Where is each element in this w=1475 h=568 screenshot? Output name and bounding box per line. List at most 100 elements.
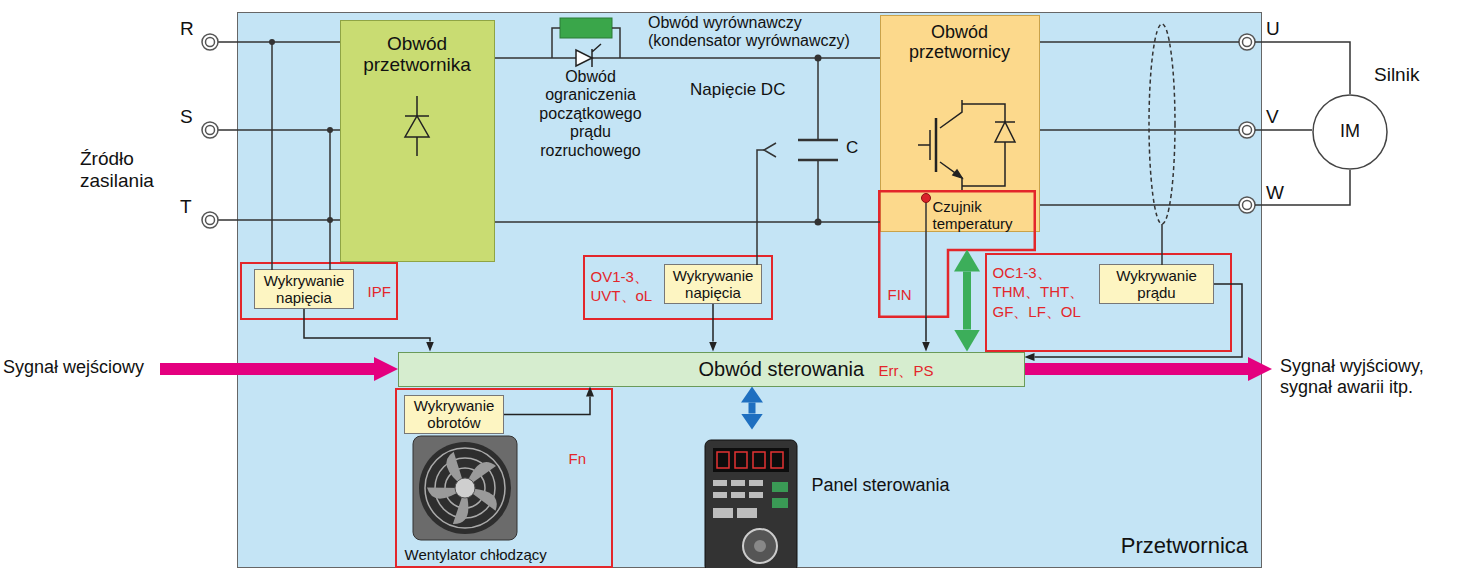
node-text-line: GF、LF、OL: [993, 302, 1085, 322]
detection-box: Wykrywanie napięcia: [254, 269, 354, 309]
operation-panel-device: [731, 492, 745, 498]
node-text-slot: OC1-3、 THM、THT、 GF、LF、OL: [993, 263, 1085, 322]
detection-box: Wykrywanie napięcia: [664, 264, 762, 304]
rectifier-diode: [405, 96, 429, 156]
operation-panel-device: [753, 452, 765, 468]
operation-panel-device: [705, 440, 797, 568]
igbt-symbol: [918, 100, 1015, 190]
operation-panel-device: [754, 540, 766, 552]
node-text: Czujnik temperatury: [933, 198, 1033, 233]
label-text: V: [1266, 106, 1279, 128]
terminal-symbols: [1239, 122, 1255, 138]
operation-panel-device: [772, 482, 788, 492]
connector: [304, 309, 430, 342]
node-text-slot: Obwód sterowania: [699, 358, 865, 381]
node-text-slot: Wentylator chłodzący: [405, 546, 547, 563]
igbt-symbol: [995, 122, 1015, 142]
node-text-slot: IM: [1312, 121, 1388, 142]
dc-bus: [495, 58, 880, 222]
terminal-symbols: [1239, 34, 1255, 50]
signal-arrows: [160, 357, 398, 381]
junction-dots: [269, 39, 822, 226]
igbt-symbol: [935, 118, 938, 172]
node-text: Obwód przetwornika: [341, 33, 494, 77]
temperature-probe: [925, 198, 927, 318]
detection-box: Wykrywanie prądu: [1099, 264, 1214, 304]
label-text: W: [1266, 182, 1284, 204]
label-text: Sygnał wyjściowy, sygnał awarii itp.: [1280, 356, 1468, 397]
output-wires: [1255, 42, 1350, 205]
node-text-slot: Przetwornica: [1118, 533, 1248, 558]
label-text-slot: Obwód ograniczenia początkowego prądu ro…: [528, 68, 653, 160]
label-text: Obwód wyrównawczy (kondensator wyrównawc…: [648, 14, 873, 51]
operation-panel-device: [749, 492, 763, 498]
terminal-symbols: [1239, 197, 1255, 213]
operation-panel-device: [705, 440, 797, 568]
operation-panel-device: [713, 480, 763, 518]
label-text-slot: Źródło zasilania: [80, 148, 178, 192]
node-text-slot: Czujnik temperatury: [933, 198, 1033, 233]
label-text: S: [180, 106, 193, 128]
label-text-slot: R: [180, 18, 194, 40]
signal-arrows: [160, 357, 1272, 381]
cooling-fan: [425, 451, 500, 528]
node-text-slot: Err、PS: [879, 362, 934, 379]
temperature-probe: [922, 194, 931, 319]
connector: [712, 304, 714, 342]
temperature-probe: [922, 194, 931, 203]
rectifier-diode: [405, 96, 429, 156]
inrush-limiter: [592, 44, 601, 67]
operation-panel-device: [743, 529, 777, 563]
igbt-symbol: [953, 170, 962, 178]
detection-group: OC1-3、 THM、THT、 GF、LF、OL Wykrywanie prądu: [985, 253, 1232, 352]
node-text: Fn: [569, 450, 587, 467]
connector: [1035, 284, 1243, 357]
detection-group: IPF Wykrywanie napięcia: [240, 262, 398, 320]
motor-circle: SilnikIM: [1312, 94, 1388, 170]
node-text-slot: Wykrywanie obrotów: [405, 398, 503, 431]
detection-group: OV1-3、 UVT、oLWykrywanie napięcia: [583, 255, 773, 320]
inrush-limiter: [552, 28, 620, 58]
node-text-line: OV1-3、: [591, 267, 653, 287]
label-text-slot: W: [1266, 182, 1284, 204]
smoothing-capacitor: [764, 143, 776, 157]
label-text: T: [180, 196, 192, 218]
detection-box: Wykrywanie obrotów: [404, 395, 504, 434]
label-text-slot: Obwód wyrównawczy (kondensator wyrównawc…: [648, 14, 873, 51]
node-text-slot: Silnik: [1374, 64, 1419, 86]
igbt-symbol: [918, 130, 930, 160]
smoothing-capacitor: [757, 150, 764, 265]
label-text: Napięcie DC: [690, 80, 785, 100]
node-text-slot: Obwód przetwornika: [341, 33, 494, 77]
terminal-symbols: [202, 122, 218, 138]
label-text: C: [846, 138, 858, 158]
label-text-slot: V: [1266, 106, 1279, 128]
terminal-symbols: [206, 126, 215, 135]
node-text-slot: IPF: [368, 283, 391, 300]
label-text-slot: U: [1266, 18, 1280, 40]
label-text-slot: Napięcie DC: [690, 80, 785, 100]
supply-wires: [272, 42, 330, 270]
node-text-slot: Panel sterowania: [812, 475, 950, 496]
igbt-symbol: [962, 104, 1005, 122]
node-text-slot: Wykrywanie napięcia: [665, 268, 761, 301]
output-wires: [1149, 24, 1175, 224]
terminal-symbols: [1243, 126, 1252, 135]
operation-panel-device: [749, 480, 763, 486]
node-text-slot: Fn: [569, 450, 587, 467]
terminal-symbols: [202, 34, 218, 50]
cooling-fan: [413, 436, 517, 540]
connector: [749, 403, 756, 414]
node-text: Wykrywanie napięcia: [665, 268, 761, 301]
operation-panel-device: [771, 452, 783, 468]
cooling-fan: [413, 436, 517, 540]
inrush-limiter: [560, 18, 612, 38]
operation-panel-device: [737, 508, 757, 518]
operation-panel-device: [717, 452, 729, 468]
operation-panel-device: [731, 480, 745, 486]
operation-panel-device: [713, 508, 733, 518]
node-text: IM: [1312, 121, 1388, 142]
node-text: IPF: [368, 283, 391, 300]
node-text: Obwód sterowania: [699, 358, 865, 381]
